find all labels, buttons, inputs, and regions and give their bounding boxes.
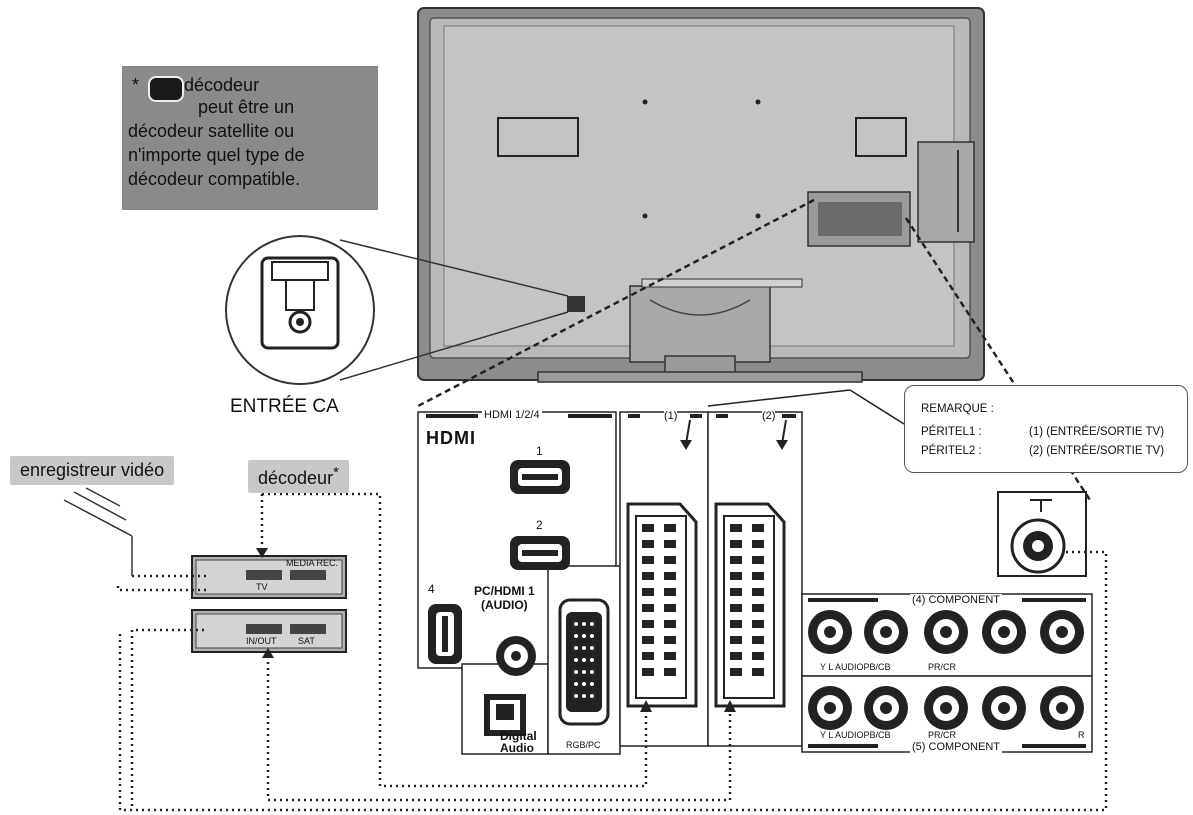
component4-label: (4) COMPONENT (910, 594, 1002, 606)
external-devices (63, 487, 347, 653)
component5-label: (5) COMPONENT (910, 741, 1002, 753)
remarque-title: REMARQUE : (921, 403, 994, 415)
tv-back (417, 7, 985, 383)
cables (116, 492, 1108, 812)
remarque-box: REMARQUE : PÉRITEL1 : (1) (ENTRÉE/SORTIE… (904, 385, 1188, 473)
hdmi-port-2 (510, 536, 570, 570)
hdmi-header: HDMI 1/2/4 (482, 409, 542, 421)
comp5-r: R (1078, 730, 1085, 740)
peritel2-desc: (2) (ENTRÉE/SORTIE TV) (1029, 445, 1165, 457)
decoder-label: décodeur* (248, 460, 349, 493)
note-line5: décodeur compatible. (128, 169, 301, 189)
component4-jacks (808, 610, 1084, 654)
recorder-top-text: MEDIA REC. (286, 558, 339, 568)
note-line2: peut être un (198, 97, 295, 117)
comp5-pr: PR/CR (928, 730, 957, 740)
note-star: * (132, 75, 140, 95)
hdmi-port-4 (428, 604, 462, 664)
ac-input-label: ENTRÉE CA (230, 396, 339, 417)
ac-inlet-zoom (225, 235, 569, 385)
antenna-port (997, 491, 1087, 577)
scart-port-1 (626, 502, 698, 708)
scart2-label: (2) (762, 410, 776, 422)
comp4-labels: Y L AUDIOPB/CB (820, 662, 891, 672)
component5-jacks (808, 686, 1084, 730)
hdmi-logo: HDMI (426, 428, 476, 448)
vga-port (558, 598, 610, 726)
note-line3: décodeur satellite ou (128, 121, 295, 141)
note-line1: décodeur (184, 75, 260, 95)
recorder-label: enregistreur vidéo (10, 456, 175, 485)
hdmi4-label: 4 (428, 582, 435, 596)
recorder-tv-text: TV (256, 582, 268, 592)
comp4-pr: PR/CR (928, 662, 957, 672)
hand-icon (148, 76, 184, 102)
recorder-inout-text: IN/OUT (246, 636, 277, 646)
digital-audio-port (484, 694, 526, 736)
hdmi-port-1 (510, 460, 570, 494)
pc-audio-jack (496, 636, 536, 676)
peritel2-label: PÉRITEL2 : (921, 445, 982, 457)
decoder-note: * décodeur peut être un décodeur satelli… (122, 66, 378, 210)
hdmi1-label: 1 (536, 444, 543, 458)
scart1-label: (1) (664, 410, 678, 422)
peritel1-label: PÉRITEL1 : (921, 426, 982, 438)
pc-audio-label: PC/HDMI 1(AUDIO) (474, 584, 535, 612)
note-line4: n'importe quel type de (128, 145, 305, 165)
recorder-sat-text: SAT (298, 636, 315, 646)
connector-panel (417, 411, 1093, 755)
comp5-labels: Y L AUDIOPB/CB (820, 730, 891, 740)
rgb-pc-label: RGB/PC (566, 740, 601, 750)
scart-port-2 (714, 502, 786, 708)
peritel1-desc: (1) (ENTRÉE/SORTIE TV) (1029, 426, 1165, 438)
hdmi2-label: 2 (536, 518, 543, 532)
